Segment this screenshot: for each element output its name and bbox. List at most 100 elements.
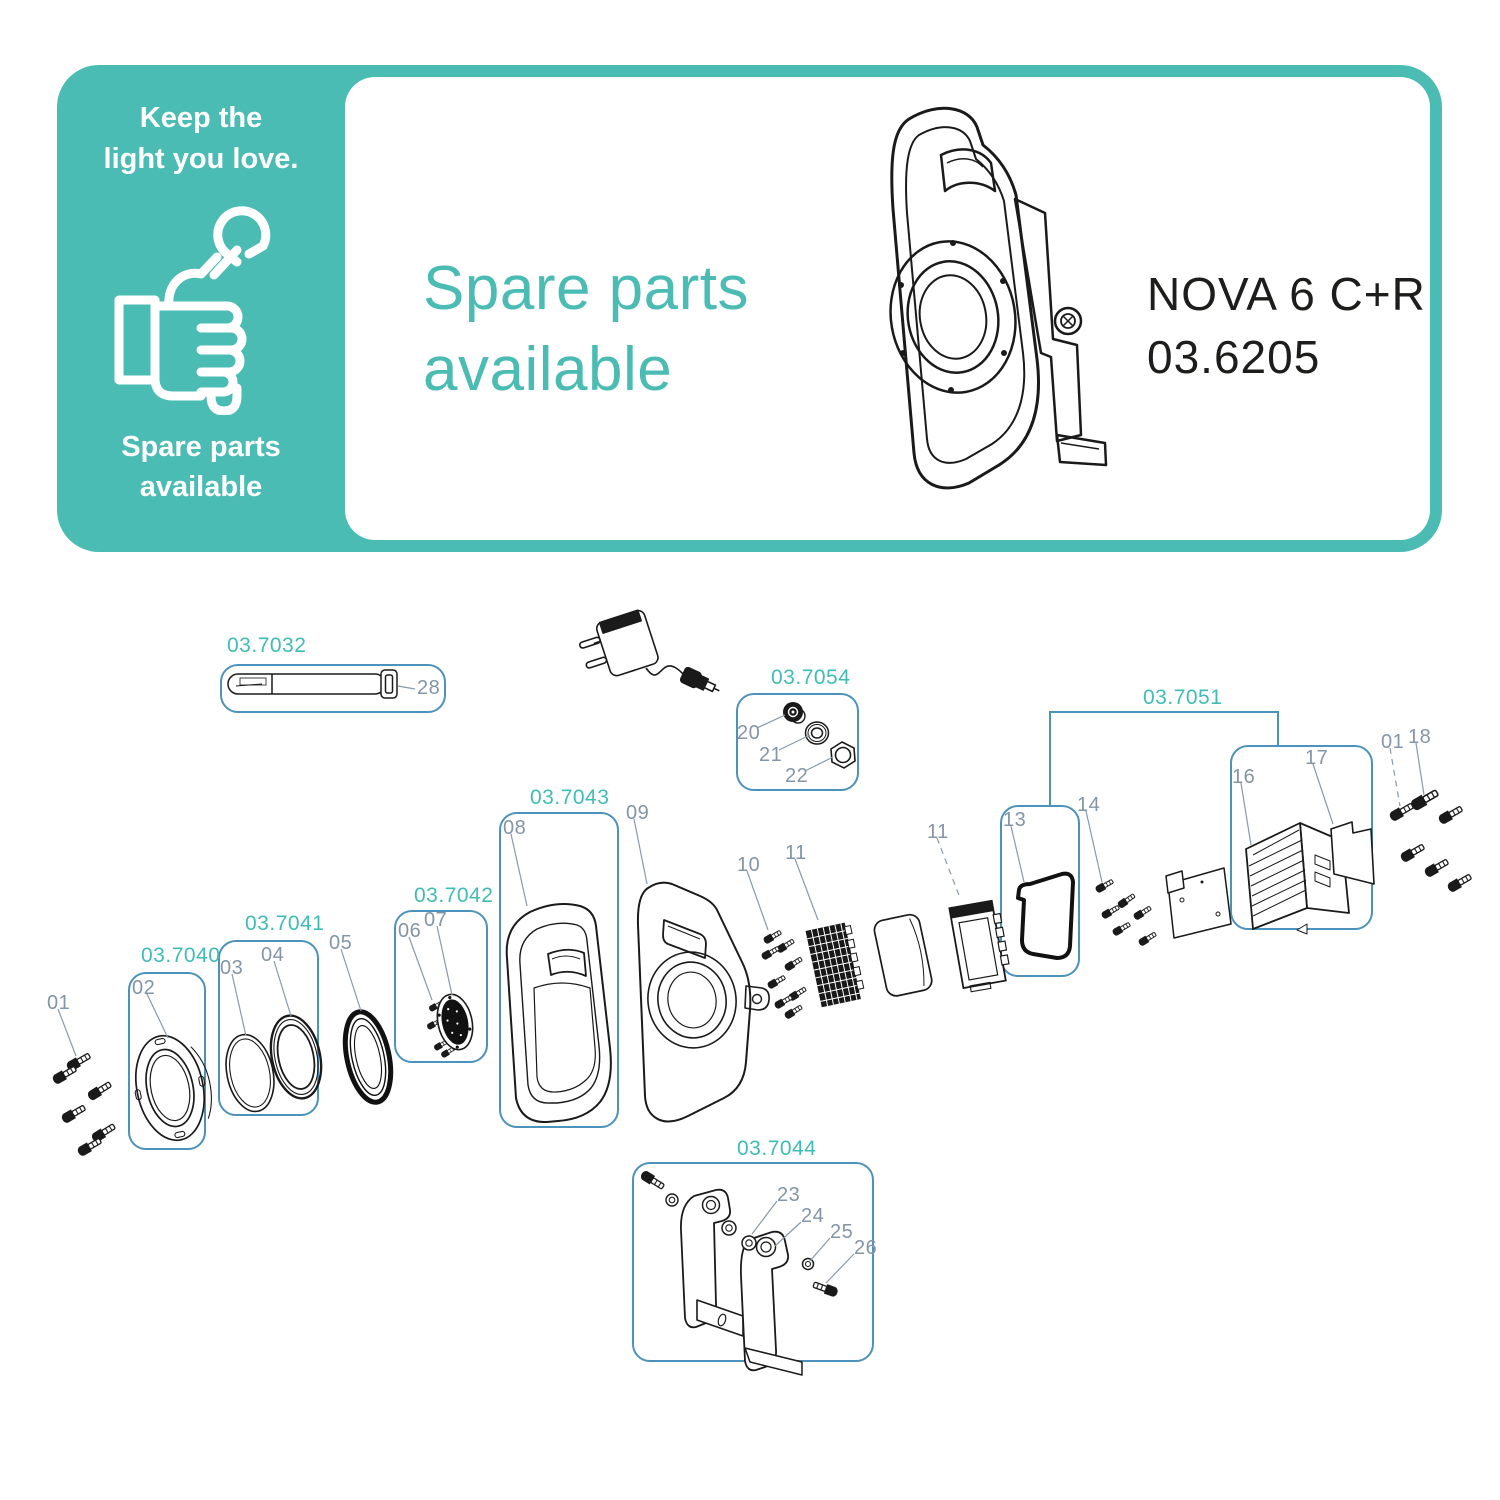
group-label-03-7043: 03.7043 — [530, 786, 610, 809]
badge-line2: available — [139, 471, 263, 504]
part-number-22-3: 22 — [785, 765, 809, 787]
product-line-drawing — [889, 106, 1108, 490]
seal-ring-drawing — [225, 1033, 275, 1113]
group-box-parts-13-box — [1000, 805, 1080, 977]
lens-ring-drawing — [269, 1014, 323, 1100]
part-number-25-24: 25 — [830, 1221, 854, 1243]
leader-line-18-9 — [1415, 742, 1425, 796]
pcb-drawing — [1165, 867, 1232, 939]
leader-line-11-20 — [794, 858, 819, 921]
banner-content-panel: Spare parts available — [345, 77, 1430, 540]
group-label-03-7041: 03.7041 — [245, 912, 325, 935]
product-code: 03.6205 — [1147, 331, 1321, 384]
group-label-03-7054: 03.7054 — [771, 666, 851, 689]
led-disc-drawing — [436, 993, 474, 1051]
group-label-03-7032: 03.7032 — [227, 634, 307, 657]
heading-line2: available — [423, 334, 673, 404]
part-number-17-7: 17 — [1305, 747, 1329, 769]
leader-line-13-4 — [1010, 825, 1025, 883]
part-number-26-25: 26 — [854, 1237, 878, 1259]
part-number-04-13: 04 — [261, 944, 285, 966]
washer-21-drawing — [804, 721, 830, 745]
heading-line1: Spare parts — [423, 254, 750, 323]
leader-line-14-5 — [1085, 810, 1103, 883]
part-number-11-21: 11 — [927, 821, 949, 843]
strap-drawing — [227, 669, 398, 699]
part-number-05-14: 05 — [329, 932, 353, 954]
leader-line-17-7 — [1312, 763, 1334, 825]
part-number-18-9: 18 — [1408, 726, 1432, 748]
tagline: Keep the light you love. — [57, 98, 345, 179]
label-sheet-drawing — [1330, 821, 1375, 885]
leader-line-23-22 — [751, 1200, 778, 1235]
leader-line-07-16 — [436, 925, 453, 996]
hex-nut-drawing — [830, 741, 856, 769]
group-box-03-7032 — [220, 664, 446, 713]
front-frame-drawing — [505, 903, 612, 1124]
stand-bracket-drawing — [639, 1169, 839, 1376]
reflector-ring-drawing — [342, 1009, 394, 1105]
leader-line-02-11 — [146, 993, 169, 1039]
part-number-21-2: 21 — [759, 744, 783, 766]
leader-line-20-1 — [756, 714, 786, 729]
group-label-03-7044: 03.7044 — [737, 1137, 817, 1160]
leader-line-04-13 — [273, 960, 292, 1017]
front-ring-drawing — [134, 1034, 212, 1142]
leader-line-09-18 — [633, 818, 648, 885]
part-number-28-0: 28 — [417, 677, 441, 699]
spare-parts-badge: Spare parts available — [57, 427, 345, 508]
part-number-01-8: 01 — [1381, 731, 1405, 753]
leader-line-08-17 — [510, 833, 528, 907]
banner-heading: Spare parts available — [423, 249, 749, 410]
leader-line-25-24 — [809, 1237, 831, 1262]
part-number-11-20: 11 — [785, 842, 807, 864]
group-box-03-7043 — [499, 812, 619, 1128]
inner-frame-drawing — [948, 899, 1010, 993]
part-number-09-18: 09 — [626, 802, 650, 824]
leader-line-01-10 — [57, 1008, 77, 1057]
dc-jack-drawing — [783, 702, 806, 724]
part-number-10-19: 10 — [737, 854, 761, 876]
part-number-13-4: 13 — [1003, 809, 1027, 831]
group-label-03-7040: 03.7040 — [141, 944, 221, 967]
tagline-line1: Keep the — [139, 102, 263, 134]
heatsink-drawing — [805, 922, 865, 1008]
leader-line-24-23 — [774, 1221, 802, 1247]
part-number-16-6: 16 — [1232, 766, 1256, 788]
part-number-06-15: 06 — [398, 920, 422, 942]
power-adapter-drawing — [578, 609, 720, 693]
mid-body-drawing — [636, 881, 770, 1123]
leader-line-26-25 — [825, 1253, 855, 1284]
part-number-03-12: 03 — [220, 957, 244, 979]
wrench-hand-icon — [114, 206, 271, 415]
leader-line-06-15 — [408, 936, 433, 1001]
leader-line-22-3 — [804, 756, 834, 772]
leader-line-03-12 — [231, 973, 247, 1037]
group-label-03-7051: 03.7051 — [1143, 686, 1223, 709]
group-bracket-03-7051 — [1049, 711, 1279, 805]
leader-line-16-6 — [1240, 782, 1252, 846]
group-box-03-7054 — [736, 693, 859, 791]
leader-line-21-2 — [778, 734, 811, 751]
part-number-07-16: 07 — [424, 909, 448, 931]
part-number-23-22: 23 — [777, 1184, 801, 1206]
part-number-20-1: 20 — [737, 722, 761, 744]
badge-line1: Spare parts — [121, 430, 281, 463]
diffuser-block-drawing — [873, 913, 933, 997]
promo-banner: Keep the light you love. Spare parts — [57, 65, 1442, 552]
group-label-03-7042: 03.7042 — [414, 884, 494, 907]
group-box-03-7041 — [218, 940, 319, 1116]
product-name: NOVA 6 C+R — [1147, 268, 1426, 320]
product-title: NOVA 6 C+R 03.6205 — [1147, 263, 1426, 390]
banner-left-panel: Keep the light you love. Spare parts — [57, 65, 345, 552]
part-number-14-5: 14 — [1077, 794, 1101, 816]
leader-line-01-8 — [1389, 747, 1401, 807]
group-box-03-7042 — [394, 910, 488, 1063]
leader-line-10-19 — [746, 870, 769, 931]
part-number-24-23: 24 — [801, 1205, 825, 1227]
part-number-02-11: 02 — [132, 977, 156, 999]
leader-line-05-14 — [340, 948, 362, 1012]
